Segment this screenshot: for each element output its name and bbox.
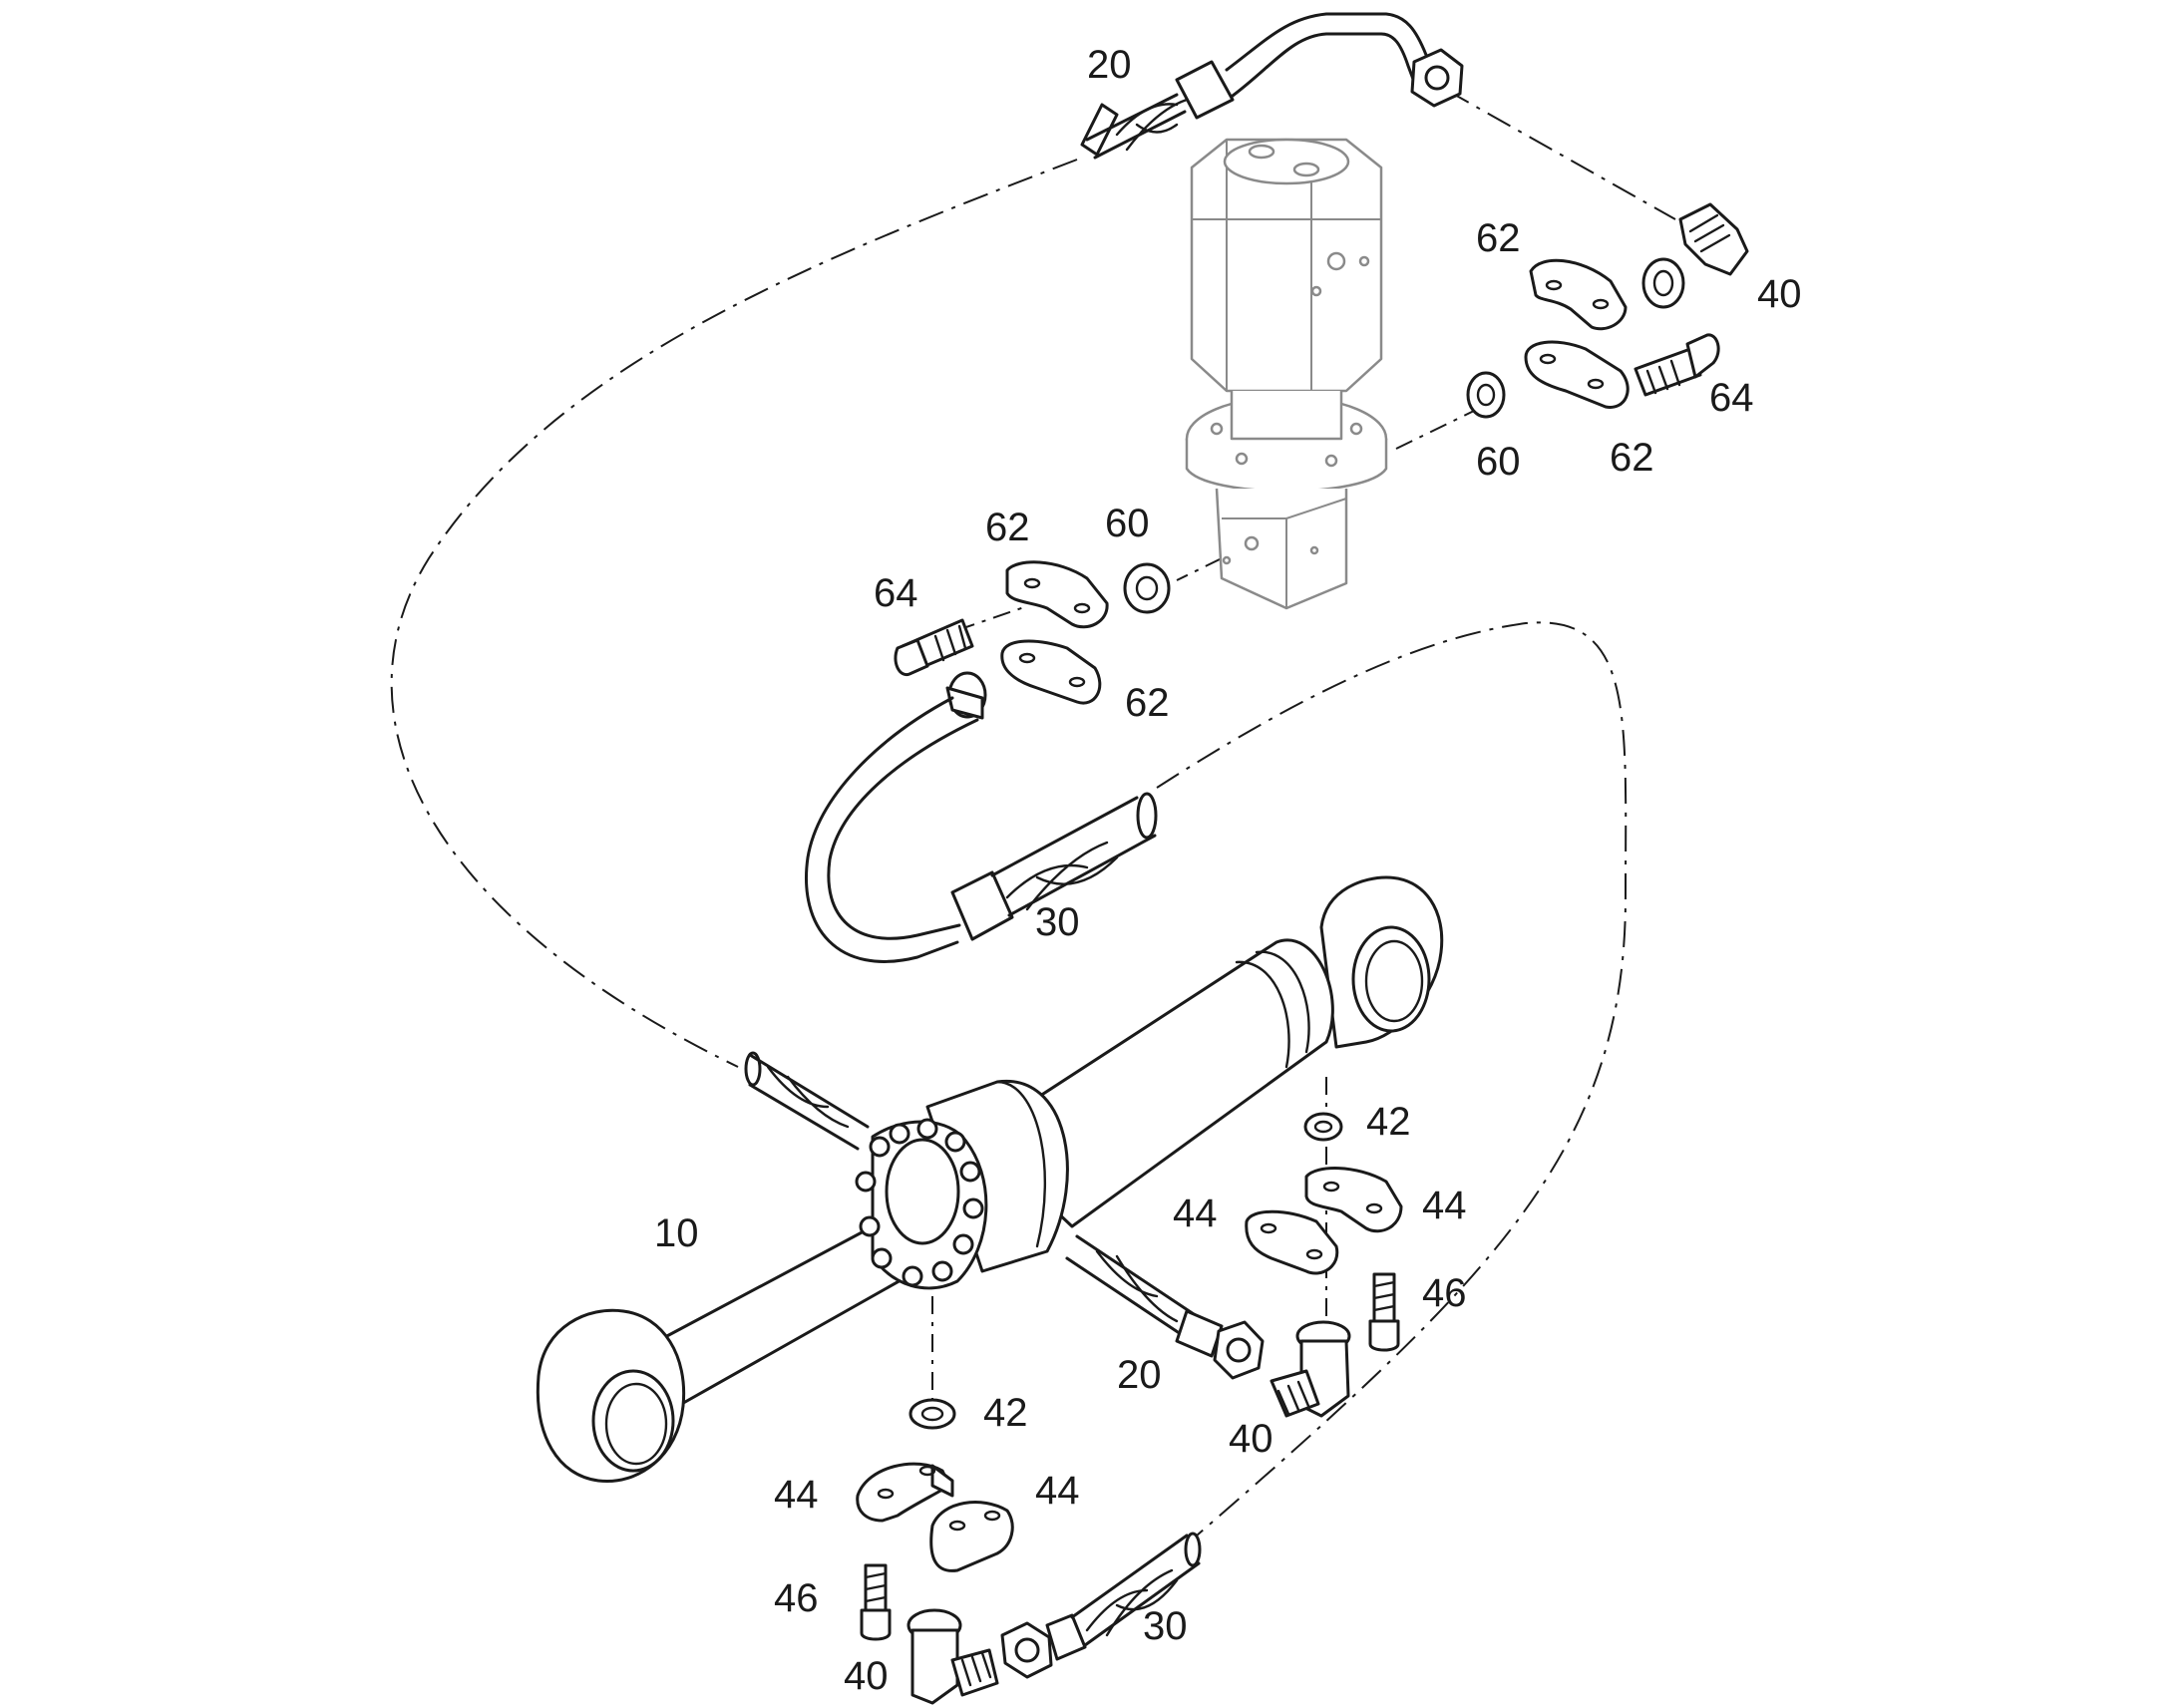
lbl-46-a: 46 <box>1422 1271 1467 1315</box>
lbl-64-b: 64 <box>874 571 918 615</box>
lbl-44-b: 44 <box>1422 1184 1467 1227</box>
hose-30-mid <box>805 671 1158 963</box>
elbow-fitting-40-bottom <box>910 1628 959 1705</box>
leader-hose20-loop <box>390 159 1078 1068</box>
lbl-40-bot: 40 <box>844 1654 889 1698</box>
hose-30-ferrule <box>950 870 1014 941</box>
seal-42-left <box>908 1398 956 1430</box>
hydraulic-cylinder-10 <box>536 875 1444 1484</box>
lbl-62-d: 62 <box>1125 681 1170 725</box>
lbl-60-b: 60 <box>1105 502 1150 545</box>
split-flange-44-lower-left <box>929 1501 1014 1572</box>
lbl-44-c: 44 <box>774 1473 819 1517</box>
split-flange-44-lower-right <box>1245 1209 1339 1275</box>
hose-30-bottom <box>1000 1532 1202 1679</box>
leader-bolt64-clamp <box>956 605 1028 631</box>
leader-flange-washer60 <box>1395 410 1475 450</box>
callout-labels: 20 62 40 64 60 62 62 60 64 62 30 42 44 4… <box>654 43 1802 1698</box>
o-ring-60-left <box>1123 562 1171 614</box>
split-flange-62-mid-lower <box>1000 639 1102 705</box>
leader-lines <box>390 89 1676 1537</box>
seal-42-right <box>1303 1112 1343 1142</box>
fittings-bottom-left <box>856 1398 1014 1705</box>
o-ring-60-right <box>1466 371 1506 419</box>
lbl-42-a: 42 <box>1366 1100 1411 1144</box>
lbl-10: 10 <box>654 1211 699 1255</box>
lbl-62-b: 62 <box>1610 436 1654 480</box>
lbl-40-mid: 40 <box>1229 1417 1273 1461</box>
flange-bolts <box>855 1118 984 1287</box>
lbl-60-a: 60 <box>1476 440 1521 484</box>
lbl-46-b: 46 <box>774 1576 819 1620</box>
lbl-62-a: 62 <box>1476 216 1521 260</box>
elbow-fitting-40-top <box>1678 202 1749 276</box>
split-flange-62-lower <box>1524 340 1630 409</box>
fittings-bottom-right <box>1245 1112 1403 1418</box>
lbl-20-top: 20 <box>1087 43 1132 87</box>
lbl-44-a: 44 <box>1173 1192 1218 1235</box>
fittings-top-right <box>1466 202 1749 419</box>
split-flange-44-upper-left <box>856 1462 951 1523</box>
split-flange-62-mid-upper <box>1005 560 1109 629</box>
leader-nut-elbow40 <box>1445 89 1676 220</box>
lbl-40-top: 40 <box>1757 272 1802 316</box>
seal-ring-40 <box>1641 257 1685 309</box>
valve-block <box>1185 138 1388 610</box>
lbl-20-bot: 20 <box>1117 1353 1162 1397</box>
lbl-62-c: 62 <box>985 506 1030 549</box>
lbl-64-a: 64 <box>1709 376 1754 420</box>
hose-20-top <box>1080 12 1464 160</box>
hose-20-bottom <box>744 1051 1265 1380</box>
lbl-42-b: 42 <box>983 1391 1028 1435</box>
leader-block-washer60 <box>1176 557 1223 581</box>
fittings-mid-left <box>894 560 1171 705</box>
lbl-30-mid: 30 <box>1035 900 1080 944</box>
leader-hose30-loop <box>1156 621 1628 1537</box>
split-flange-62-upper <box>1529 258 1628 331</box>
lbl-30-bot: 30 <box>1143 1604 1188 1648</box>
lbl-44-d: 44 <box>1035 1469 1080 1513</box>
split-flange-44-upper-right <box>1304 1167 1403 1233</box>
